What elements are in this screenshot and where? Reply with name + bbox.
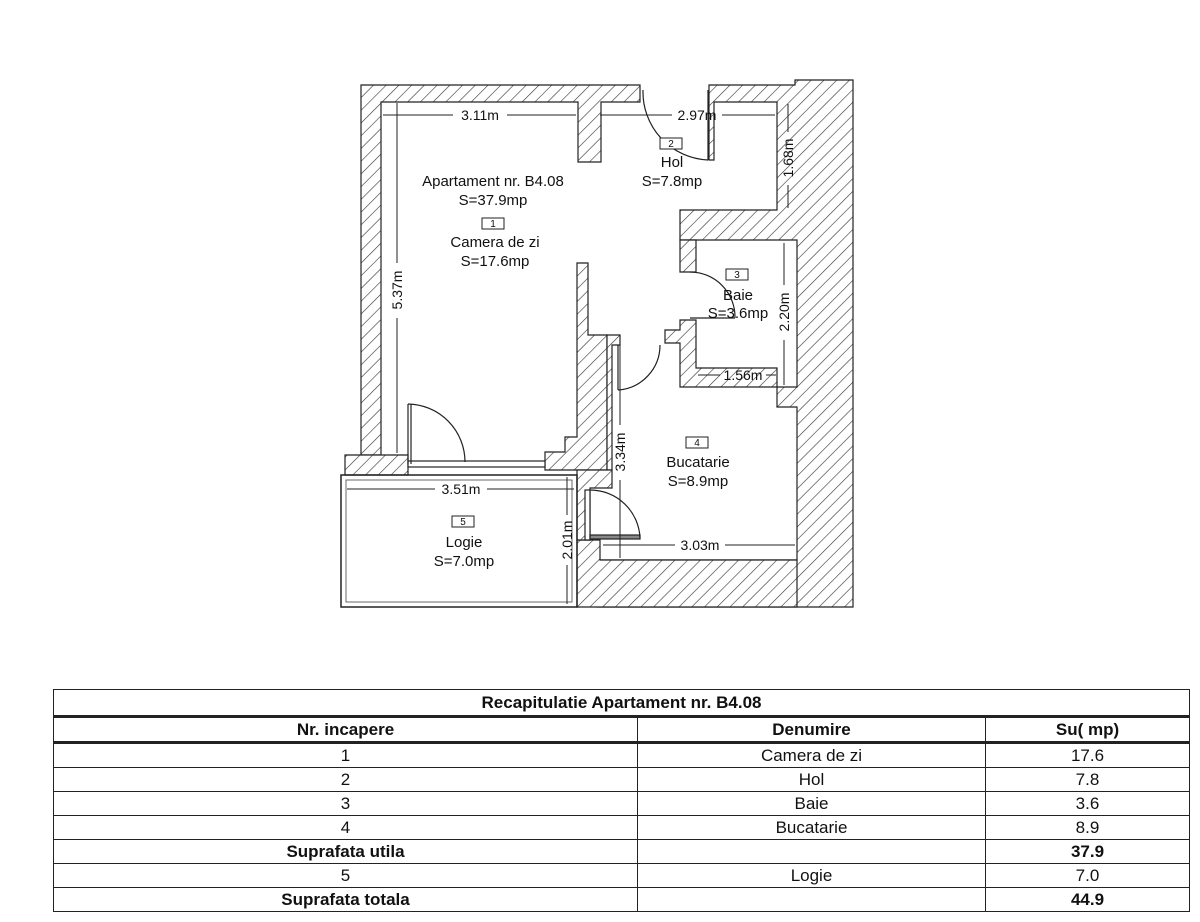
dim-hol-height: 1.68m (780, 139, 796, 178)
room-area-logie: S=7.0mp (434, 553, 494, 570)
room-area-hol: S=7.8mp (642, 173, 702, 190)
table-title: Recapitulatie Apartament nr. B4.08 (53, 689, 1190, 718)
dim-bucatarie-width: 3.03m (681, 537, 720, 553)
cell-su: 17.6 (985, 742, 1190, 768)
table-row: 4 Bucatarie 8.9 (53, 815, 1190, 840)
cell-name (637, 839, 986, 864)
cell-nr: 5 (53, 863, 638, 888)
svg-text:5: 5 (460, 517, 466, 528)
cell-name (637, 887, 986, 912)
cell-nr: 4 (53, 815, 638, 840)
room-area-bucatarie: S=8.9mp (668, 473, 728, 490)
room-name-logie: Logie (446, 534, 483, 551)
dim-bucatarie-height: 3.34m (612, 433, 628, 472)
room-name-hol: Hol (661, 154, 684, 171)
cell-nr: 1 (53, 742, 638, 768)
cell-nr: 2 (53, 767, 638, 792)
recap-table: Recapitulatie Apartament nr. B4.08 Nr. i… (53, 689, 1190, 912)
header-nr-incapere: Nr. incapere (53, 716, 638, 744)
cell-su: 8.9 (985, 815, 1190, 840)
cell-suprafata-utila: Suprafata utila (53, 839, 638, 864)
logia-outline (340, 474, 578, 608)
room-tag-1: 1 (481, 217, 505, 230)
dim-baie-width: 1.56m (724, 367, 763, 383)
living-logia-door (407, 403, 546, 468)
room-name-baie: Baie (723, 287, 753, 304)
cell-su: 7.8 (985, 767, 1190, 792)
cell-su: 3.6 (985, 791, 1190, 816)
room-tag-4: 4 (685, 436, 709, 449)
dim-logie-height: 2.01m (559, 521, 575, 560)
cell-su: 7.0 (985, 863, 1190, 888)
cell-nr: 3 (53, 791, 638, 816)
kitchen-door (617, 344, 661, 391)
room-tag-5: 5 (451, 515, 475, 528)
cell-su-totala: 44.9 (985, 887, 1190, 912)
table-row: 1 Camera de zi 17.6 (53, 742, 1190, 768)
svg-text:1: 1 (490, 219, 496, 230)
header-su: Su( mp) (985, 716, 1190, 744)
svg-text:2: 2 (668, 139, 674, 150)
cell-suprafata-totala: Suprafata totala (53, 887, 638, 912)
room-tag-3: 3 (725, 268, 749, 281)
room-area-baie: S=3.6mp (708, 305, 768, 322)
room-name-bucatarie: Bucatarie (666, 454, 729, 471)
subtotal-row: Suprafata utila 37.9 (53, 839, 1190, 864)
room-area-camera: S=17.6mp (461, 253, 530, 270)
header-denumire: Denumire (637, 716, 986, 744)
dimension-lines (347, 103, 795, 604)
table-row: 2 Hol 7.8 (53, 767, 1190, 792)
room-tag-2: 2 (659, 137, 683, 150)
cell-name: Logie (637, 863, 986, 888)
svg-text:4: 4 (694, 438, 700, 449)
total-row: Suprafata totala 44.9 (53, 887, 1190, 912)
baie-door (689, 271, 736, 319)
table-row: 3 Baie 3.6 (53, 791, 1190, 816)
apartment-area: S=37.9mp (459, 192, 528, 209)
dim-baie-height: 2.20m (776, 293, 792, 332)
dim-hol-width: 2.97m (678, 107, 717, 123)
kitchen-logia-door (584, 489, 641, 541)
cell-name: Hol (637, 767, 986, 792)
cell-name: Camera de zi (637, 742, 986, 768)
cell-name: Bucatarie (637, 815, 986, 840)
cell-su-utila: 37.9 (985, 839, 1190, 864)
dim-logie-width: 3.51m (442, 481, 481, 497)
apartment-label: Apartament nr. B4.08 (422, 173, 564, 190)
dim-camera-height: 5.37m (389, 271, 405, 310)
room-name-camera: Camera de zi (450, 234, 539, 251)
svg-text:3: 3 (734, 270, 740, 281)
walls (344, 79, 854, 608)
table-row: 5 Logie 7.0 (53, 863, 1190, 888)
cell-name: Baie (637, 791, 986, 816)
dim-camera-width: 3.11m (461, 107, 499, 123)
floor-plan: 3.11m 2.97m 5.37m 1.68m 2.20m 1.56m 3.34… (340, 79, 854, 608)
